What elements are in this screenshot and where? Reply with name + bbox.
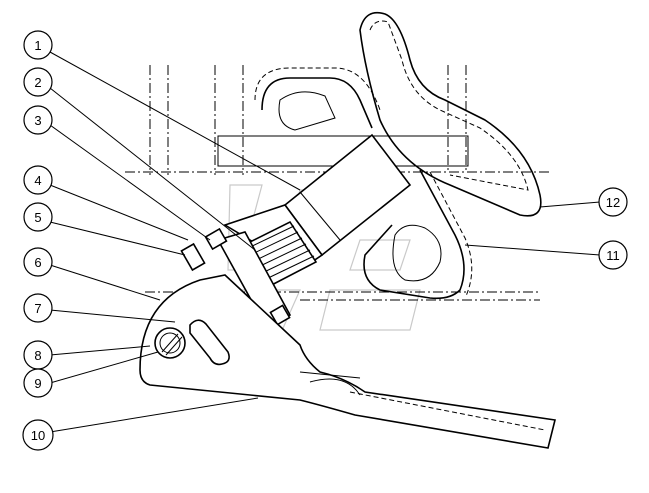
- callout-6: 6: [23, 247, 53, 277]
- lever-part-10: [139, 274, 556, 449]
- callout-6-label: 6: [34, 255, 41, 270]
- upper-slot: [254, 67, 381, 131]
- callout-1: 1: [23, 30, 53, 60]
- pivot-part-8: [154, 327, 186, 359]
- handle-part-12: [359, 11, 542, 217]
- callout-5: 5: [23, 202, 53, 232]
- callout-5-label: 5: [34, 210, 41, 225]
- callout-9-label: 9: [34, 376, 41, 391]
- callout-1-label: 1: [34, 38, 41, 53]
- callout-11: 11: [598, 240, 628, 270]
- callout-9: 9: [23, 368, 53, 398]
- callout-12: 12: [598, 187, 628, 217]
- callout-12-label: 12: [606, 195, 620, 210]
- callout-4: 4: [23, 165, 53, 195]
- callout-10: 10: [22, 419, 54, 451]
- callout-4-label: 4: [34, 173, 41, 188]
- callout-7: 7: [23, 293, 53, 323]
- callout-8-label: 8: [34, 348, 41, 363]
- callout-3: 3: [23, 105, 53, 135]
- callout-8: 8: [23, 340, 53, 370]
- callout-11-label: 11: [606, 248, 620, 263]
- callout-2-label: 2: [34, 75, 41, 90]
- callout-2: 2: [23, 67, 53, 97]
- callout-3-label: 3: [34, 113, 41, 128]
- callout-10-label: 10: [31, 428, 45, 443]
- leader-lines: [49, 51, 601, 433]
- bracket-part-11: [363, 169, 473, 300]
- slot-pin-part-7: [189, 319, 230, 366]
- callout-7-label: 7: [34, 301, 41, 316]
